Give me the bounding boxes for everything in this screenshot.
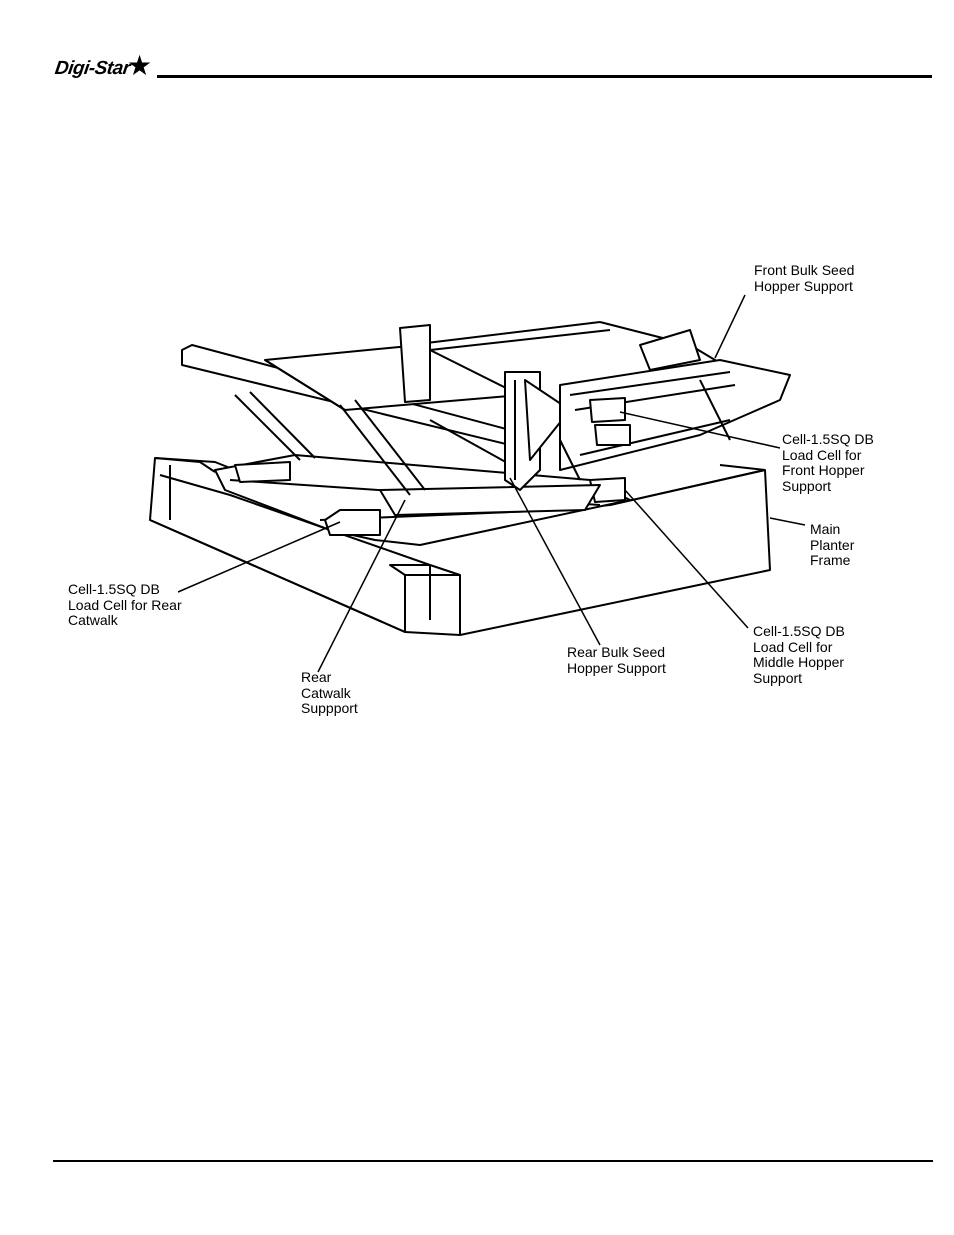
label-front-bulk-seed-hopper-support: Front Bulk Seed Hopper Support bbox=[754, 262, 855, 294]
page-header: Digi-Star ★ bbox=[0, 0, 954, 100]
label-main-planter-frame: Main Planter Frame bbox=[810, 521, 855, 568]
label-cell-middle-hopper: Cell-1.5SQ DB Load Cell for Middle Hoppe… bbox=[753, 623, 845, 686]
footer-rule bbox=[53, 1160, 933, 1162]
front-hopper-support bbox=[559, 329, 791, 481]
rear-hopper-support bbox=[504, 371, 571, 491]
logo-star-icon: ★ bbox=[127, 50, 153, 81]
leader-lines bbox=[177, 294, 806, 673]
upper-catwalk-frame bbox=[181, 321, 741, 496]
header-rule bbox=[157, 75, 932, 78]
label-rear-bulk-seed-hopper-support: Rear Bulk Seed Hopper Support bbox=[567, 644, 666, 676]
label-cell-front-hopper: Cell-1.5SQ DB Load Cell for Front Hopper… bbox=[782, 431, 874, 494]
label-rear-catwalk-support: Rear Catwalk Suppport bbox=[301, 669, 358, 716]
label-cell-rear-catwalk: Cell-1.5SQ DB Load Cell for Rear Catwalk bbox=[68, 581, 182, 628]
